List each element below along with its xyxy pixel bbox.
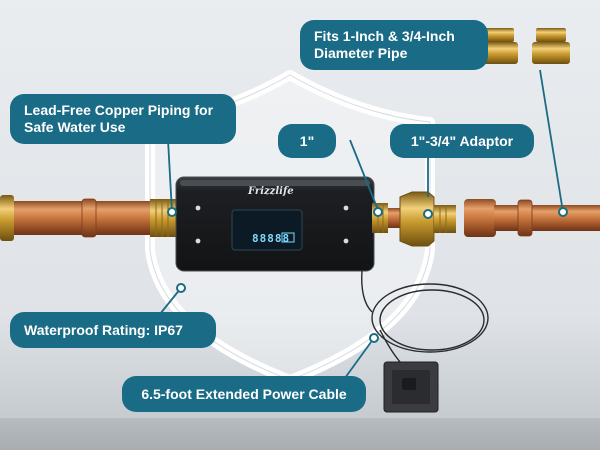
fitting-samples — [480, 28, 570, 64]
callout-cable-text: 6.5-foot Extended Power Cable — [141, 385, 347, 402]
water-meter-device — [175, 176, 375, 272]
power-cable — [361, 269, 489, 373]
callout-adaptor: 1"-3/4" Adaptor — [390, 124, 534, 158]
left-copper-pipe — [0, 195, 160, 241]
floor — [0, 418, 600, 450]
wall-outlet — [383, 361, 439, 413]
right-copper-pipe — [464, 199, 600, 237]
callout-pipe-fit: Fits 1-Inch & 3/4-Inch Diameter Pipe — [300, 20, 488, 70]
callout-copper-piping: Lead-Free Copper Piping for Safe Water U… — [10, 94, 236, 144]
leader-lines — [159, 69, 564, 379]
callout-waterproof-text: Waterproof Rating: IP67 — [24, 321, 183, 338]
leader-dots — [167, 207, 568, 343]
callout-power-cable: 6.5-foot Extended Power Cable — [122, 376, 366, 412]
adaptor-fitting — [399, 191, 456, 247]
callout-pipe-fit-text: Fits 1-Inch & 3/4-Inch Diameter Pipe — [314, 28, 455, 61]
callout-waterproof: Waterproof Rating: IP67 — [10, 312, 216, 348]
device-display-readout: 88888 — [252, 232, 291, 245]
device-brand-logo: Frizzlife — [248, 186, 294, 197]
callout-one-inch: 1" — [278, 124, 336, 158]
callout-one-inch-text: 1" — [299, 132, 315, 149]
callout-adaptor-text: 1"-3/4" Adaptor — [410, 132, 514, 149]
callout-copper-text: Lead-Free Copper Piping for Safe Water U… — [24, 102, 214, 135]
left-brass-connector — [150, 199, 178, 237]
